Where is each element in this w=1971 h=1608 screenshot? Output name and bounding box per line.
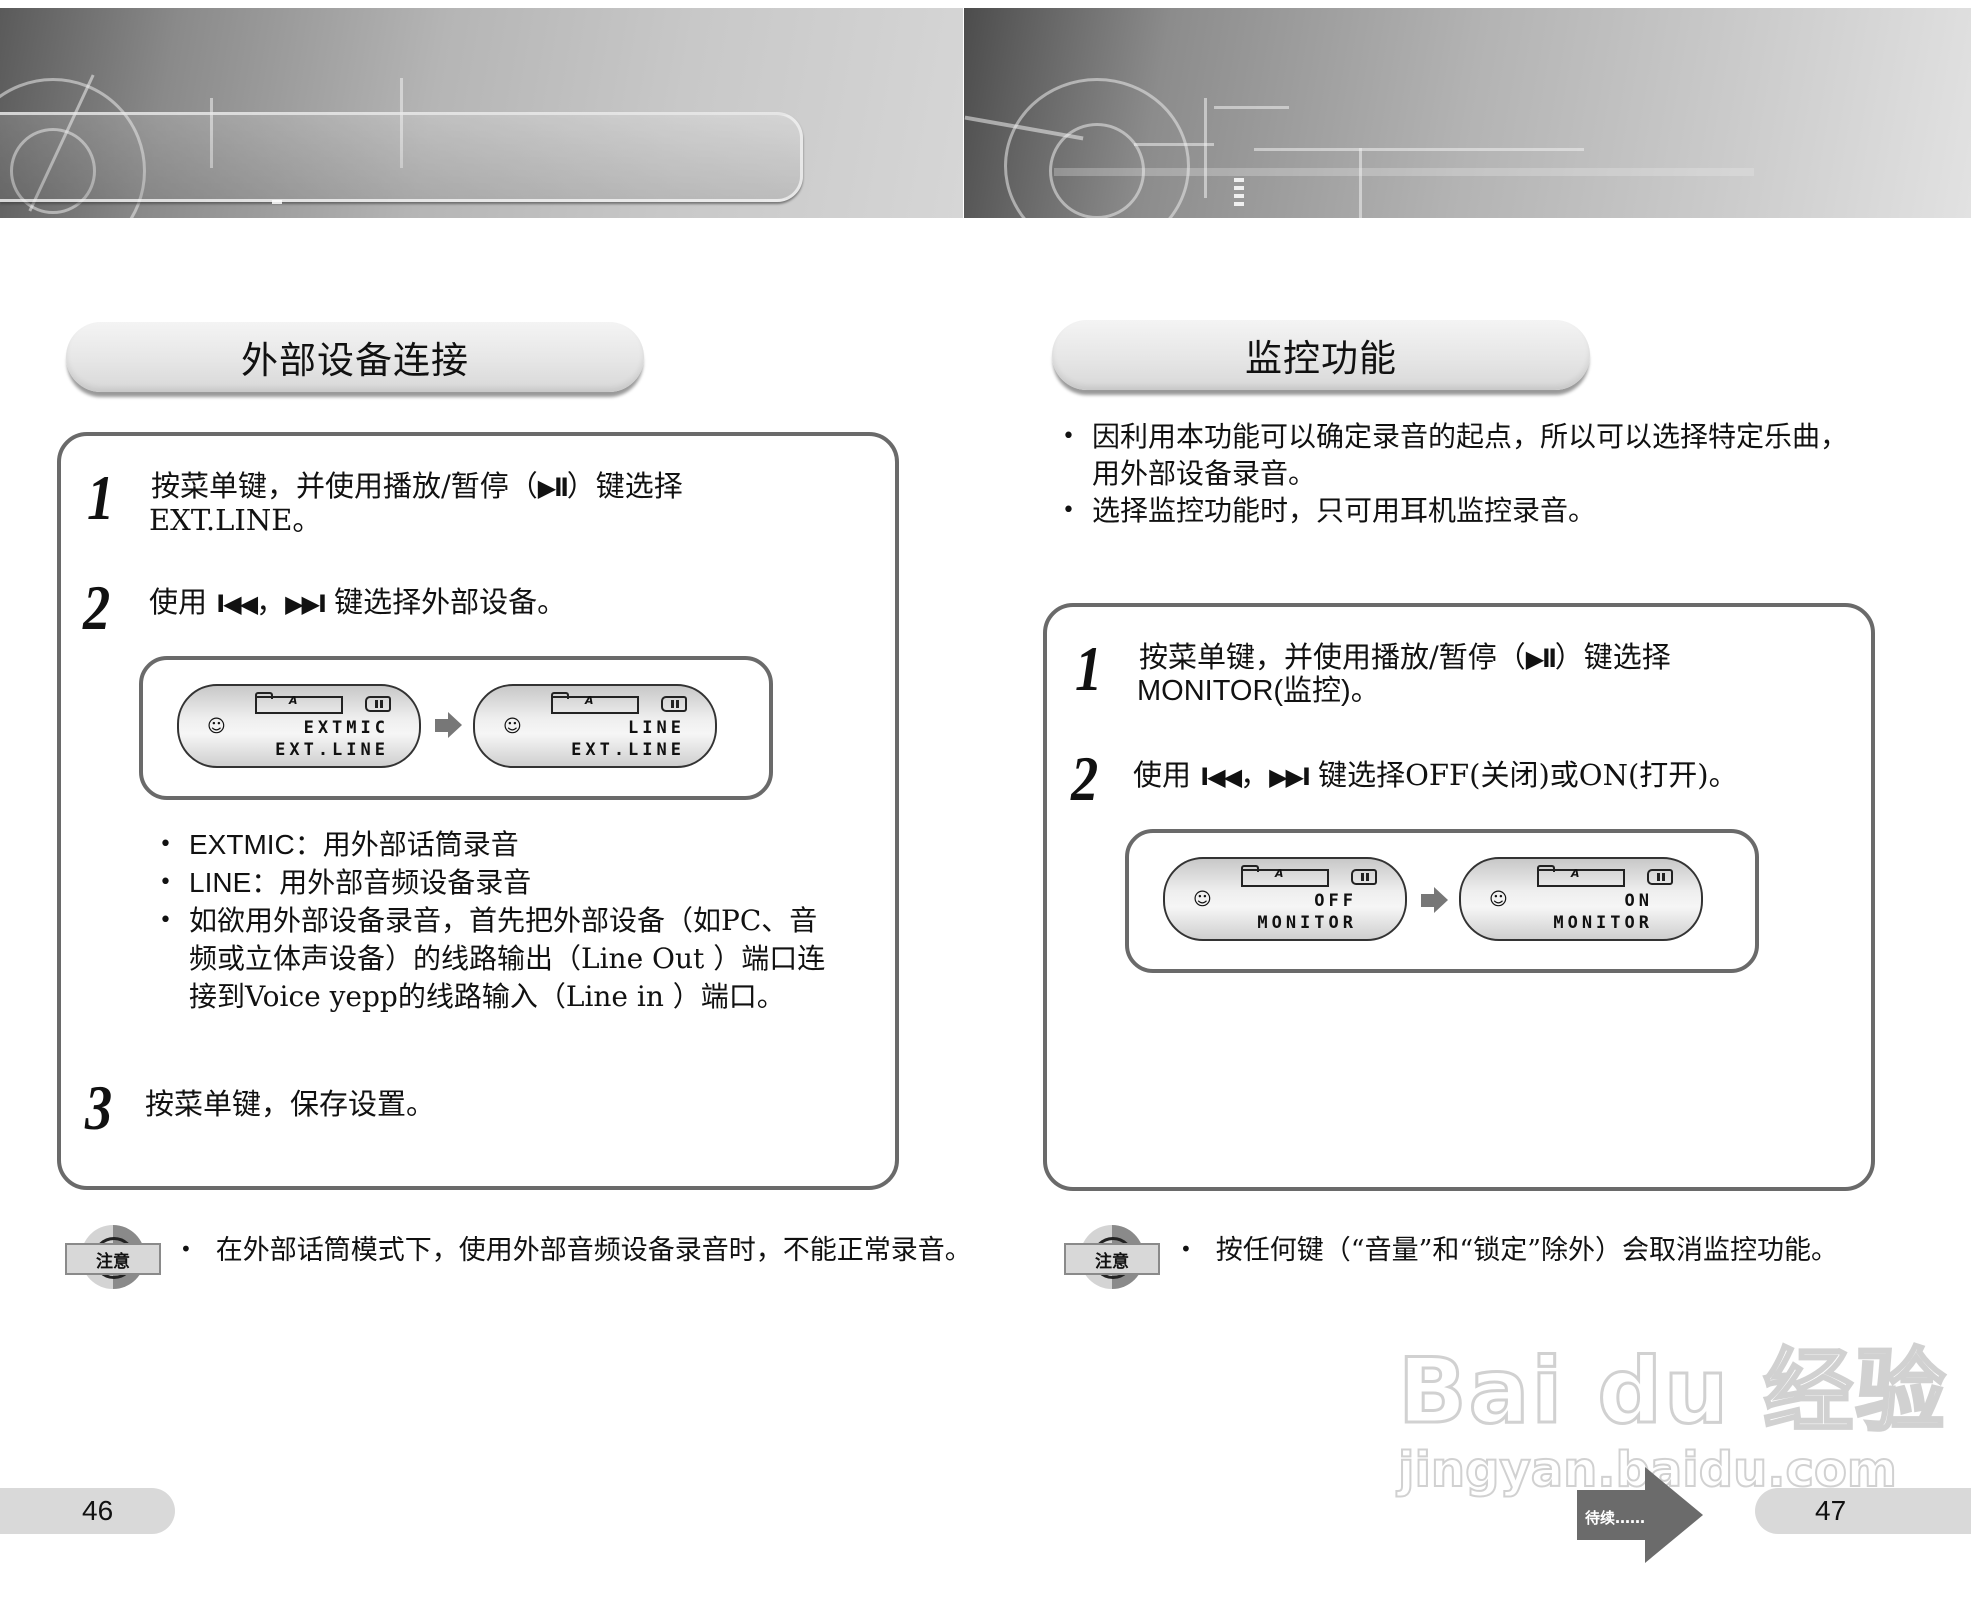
device-bullet-list: EXTMIC：用外部话筒录音 LINE：用外部音频设备录音 如欲用外部设备录音，… [159,826,859,1016]
continue-label: 待续…… [1585,1509,1646,1527]
battery-icon [1647,869,1673,885]
next-track-icon: ▶▶I [285,590,327,618]
note-icon: 注意 [65,1225,161,1295]
step-2-text: 使用 I◀◀，▶▶I 键选择OFF(关闭)或ON(打开)。 [1133,758,1738,792]
lcd-screen-monitor-off: A ☺ OFF MONITOR [1163,857,1407,941]
step-3-text: 按菜单键，保存设置。 [145,1087,436,1121]
bullet-extmic: EXTMIC：用外部话筒录音 [159,826,859,864]
continue-arrow: 待续…… [1577,1467,1703,1563]
intro-bullet: 选择监控功能时，只可用耳机监控录音。 [1062,492,1942,529]
head-icon: ☺ [1489,889,1508,910]
next-track-icon: ▶▶I [1269,763,1311,791]
note-badge: 注意 [65,1243,161,1275]
lcd-screen-extmic: A ☺ EXTMIC EXT.LINE [177,684,421,768]
decorative-ring [10,128,96,214]
battery-icon [365,696,391,712]
note-text-right: 按任何键（“音量”和“锁定”除外）会取消监控功能。 [1180,1228,1838,1267]
intro-bullet: 因利用本功能可以确定录音的起点，所以可以选择特定乐曲， 用外部设备录音。 [1062,418,1942,492]
step-number: 2 [1071,743,1099,814]
lcd-illustration-frame: A ☺ OFF MONITOR A ☺ ON MONITOR [1125,829,1759,973]
folder-icon [1241,865,1259,872]
decorative-dash [272,200,282,204]
lcd-screen-line: A ☺ LINE EXT.LINE [473,684,717,768]
head-icon: ☺ [503,716,522,737]
step-2-text: 使用 I◀◀，▶▶I 键选择外部设备。 [149,585,567,619]
decorative-line [210,98,213,168]
head-icon: ☺ [207,716,226,737]
decorative-dash [1234,178,1244,182]
step-number: 3 [85,1072,113,1143]
step-1-line2: EXT.LINE。 [149,503,322,537]
page-number-left: 46 [0,1488,175,1534]
section-title-external-device: 外部设备连接 [66,322,644,392]
decorative-line [400,78,403,168]
step-1-line2: MONITOR(监控)。 [1137,675,1380,707]
decorative-line [1054,168,1754,176]
lcd-line-1: EXTMIC [303,718,389,738]
folder-icon [1537,865,1555,872]
lcd-line-2: MONITOR [1257,913,1357,933]
decorative-line [1134,143,1214,146]
header-banner-left [0,8,963,218]
header-banner-right [964,8,1971,218]
bullet-line: LINE：用外部音频设备录音 [159,864,859,902]
section-title-text: 外部设备连接 [241,339,469,382]
play-pause-icon: ▶ll [1525,645,1557,673]
battery-icon [1351,869,1377,885]
decorative-dash [1234,202,1244,206]
lcd-screen-monitor-on: A ☺ ON MONITOR [1459,857,1703,941]
step-number: 1 [1075,633,1103,704]
note-text-left: 在外部话筒模式下，使用外部音频设备录音时，不能正常录音。 [180,1228,972,1267]
lcd-line-1: LINE [628,718,685,738]
folder-label: A [1275,867,1284,880]
monitor-intro-list: 因利用本功能可以确定录音的起点，所以可以选择特定乐曲， 用外部设备录音。 选择监… [1062,418,1942,529]
section-title-text: 监控功能 [1245,337,1397,380]
step-1-line1: 按菜单键，并使用播放/暂停（▶ll）键选择 [1139,640,1671,674]
decorative-line [1214,106,1289,109]
bullet-connection: 如欲用外部设备录音，首先把外部设备（如PC、音 频或立体声设备）的线路输出（Li… [159,902,859,1016]
decorative-line [1204,98,1207,198]
decorative-dash [1234,186,1244,190]
folder-label: A [585,694,594,707]
banner-bar [0,112,803,202]
folder-icon [551,696,639,714]
previous-track-icon: I◀◀ [1200,763,1242,791]
head-icon: ☺ [1193,889,1212,910]
lcd-line-2: EXT.LINE [275,740,389,760]
note-icon: 注意 [1064,1225,1160,1295]
section-title-monitor: 监控功能 [1052,320,1590,390]
step-number: 1 [87,462,115,533]
step-number: 2 [83,572,111,643]
folder-icon [551,692,569,699]
battery-icon [661,696,687,712]
lcd-illustration-frame: A ☺ EXTMIC EXT.LINE A ☺ LINE EXT.LINE [139,656,773,800]
decorative-line [1254,148,1584,151]
lcd-line-1: OFF [1314,891,1357,911]
previous-track-icon: I◀◀ [216,590,258,618]
lcd-line-1: ON [1624,891,1653,911]
folder-label: A [1571,867,1580,880]
decorative-dash [1234,194,1244,198]
decorative-line [1359,148,1362,218]
folder-icon [255,692,273,699]
folder-icon [1537,869,1625,887]
page-number-right: 47 [1755,1488,1971,1534]
note-badge: 注意 [1064,1243,1160,1275]
step-1-line1: 按菜单键，并使用播放/暂停（▶ll）键选择 [151,469,683,503]
steps-box-left: 1 按菜单键，并使用播放/暂停（▶ll）键选择 EXT.LINE。 2 使用 I… [57,432,899,1190]
lcd-line-2: MONITOR [1553,913,1653,933]
folder-icon [255,696,343,714]
play-pause-icon: ▶ll [537,474,569,502]
lcd-line-2: EXT.LINE [571,740,685,760]
folder-label: A [289,694,298,707]
decorative-ring [1049,123,1145,218]
folder-icon [1241,869,1329,887]
steps-box-right: 1 按菜单键，并使用播放/暂停（▶ll）键选择 MONITOR(监控)。 2 使… [1043,603,1875,1191]
